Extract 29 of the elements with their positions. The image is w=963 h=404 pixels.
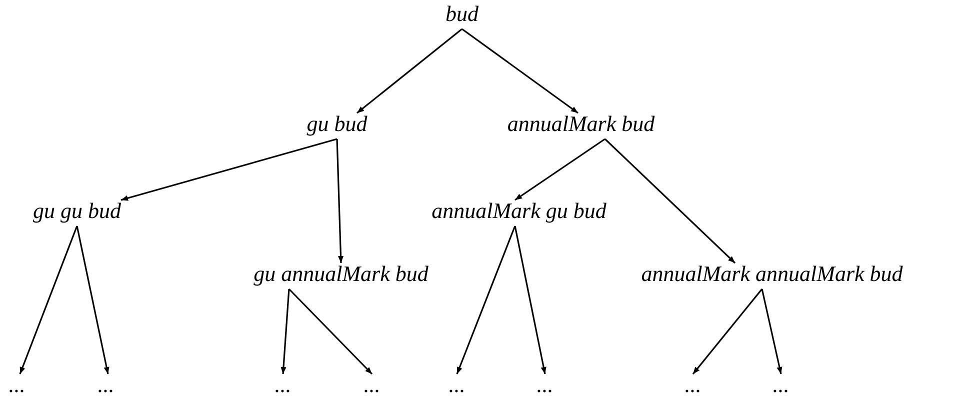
- node-label: annualMark gu bud: [432, 198, 606, 224]
- arrow: [19, 226, 78, 374]
- arrow: [288, 288, 373, 375]
- node-label: ...: [8, 372, 26, 398]
- arrow: [761, 288, 782, 374]
- arrow: [462, 28, 578, 114]
- node-label: ...: [684, 372, 702, 398]
- node-label: bud: [446, 1, 478, 27]
- node-label: ...: [536, 372, 554, 398]
- arrow: [120, 138, 338, 201]
- node-label: ...: [448, 372, 466, 398]
- arrow: [514, 138, 606, 201]
- node-label: ...: [772, 372, 790, 398]
- arrow: [604, 138, 736, 264]
- arrow: [692, 288, 763, 374]
- node-label: annualMark bud: [507, 111, 655, 137]
- arrow: [336, 138, 344, 264]
- node-label: annualMark annualMark bud: [641, 261, 903, 287]
- arrow: [280, 288, 290, 374]
- node-label: gu gu bud: [33, 198, 121, 224]
- node-label: ...: [274, 372, 292, 398]
- arrow: [514, 226, 546, 374]
- arrow: [356, 28, 462, 114]
- arrow: [456, 226, 516, 374]
- node-label: gu bud: [306, 111, 368, 137]
- node-label: gu annualMark bud: [254, 261, 428, 287]
- node-label: ...: [98, 372, 114, 398]
- arrow: [76, 226, 110, 374]
- node-label: ...: [364, 372, 380, 398]
